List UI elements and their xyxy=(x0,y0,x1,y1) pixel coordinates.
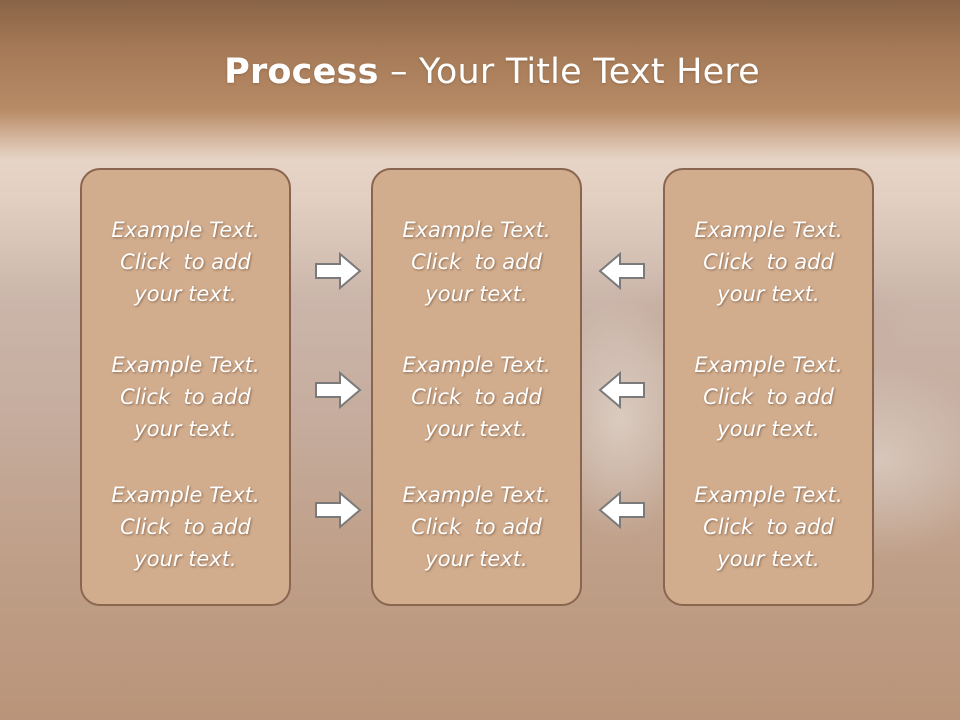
text-line: Example Text. xyxy=(402,218,551,242)
arrow-right-icon xyxy=(315,490,362,530)
text-line: Example Text. xyxy=(111,483,260,507)
text-line: Click to add xyxy=(120,515,251,539)
text-line: Click to add xyxy=(703,515,834,539)
text-item[interactable]: Example Text. Click to add your text. xyxy=(82,214,289,310)
title-band xyxy=(0,0,960,160)
text-item[interactable]: Example Text. Click to add your text. xyxy=(82,479,289,575)
text-item[interactable]: Example Text. Click to add your text. xyxy=(373,349,580,445)
text-item[interactable]: Example Text. Click to add your text. xyxy=(665,349,872,445)
text-line: Click to add xyxy=(120,250,251,274)
text-line: Example Text. xyxy=(694,483,843,507)
text-line: your text. xyxy=(717,547,820,571)
arrow-left-icon xyxy=(598,490,645,530)
text-line: Click to add xyxy=(411,250,542,274)
text-line: your text. xyxy=(134,282,237,306)
title-bold: Process xyxy=(224,52,379,92)
text-line: your text. xyxy=(717,417,820,441)
text-line: Click to add xyxy=(411,515,542,539)
text-line: Example Text. xyxy=(111,218,260,242)
slide-title[interactable]: Process – Your Title Text Here xyxy=(0,52,960,92)
text-item[interactable]: Example Text. Click to add your text. xyxy=(82,349,289,445)
text-line: your text. xyxy=(134,417,237,441)
text-line: your text. xyxy=(425,417,528,441)
text-item[interactable]: Example Text. Click to add your text. xyxy=(373,479,580,575)
arrow-left-icon xyxy=(598,251,645,291)
text-line: Example Text. xyxy=(694,353,843,377)
text-line: Click to add xyxy=(703,385,834,409)
text-item[interactable]: Example Text. Click to add your text. xyxy=(665,479,872,575)
text-line: Click to add xyxy=(411,385,542,409)
text-line: Example Text. xyxy=(694,218,843,242)
text-line: your text. xyxy=(717,282,820,306)
text-line: Example Text. xyxy=(402,483,551,507)
text-line: your text. xyxy=(134,547,237,571)
text-box-left[interactable]: Example Text. Click to add your text. Ex… xyxy=(80,168,291,606)
text-item[interactable]: Example Text. Click to add your text. xyxy=(665,214,872,310)
text-line: Click to add xyxy=(120,385,251,409)
text-line: your text. xyxy=(425,547,528,571)
title-rest: – Your Title Text Here xyxy=(378,52,760,92)
text-line: Click to add xyxy=(703,250,834,274)
arrow-right-icon xyxy=(315,251,362,291)
text-line: Example Text. xyxy=(111,353,260,377)
text-box-right[interactable]: Example Text. Click to add your text. Ex… xyxy=(663,168,874,606)
text-line: Example Text. xyxy=(402,353,551,377)
text-box-middle[interactable]: Example Text. Click to add your text. Ex… xyxy=(371,168,582,606)
arrow-left-icon xyxy=(598,370,645,410)
arrow-right-icon xyxy=(315,370,362,410)
text-item[interactable]: Example Text. Click to add your text. xyxy=(373,214,580,310)
text-line: your text. xyxy=(425,282,528,306)
